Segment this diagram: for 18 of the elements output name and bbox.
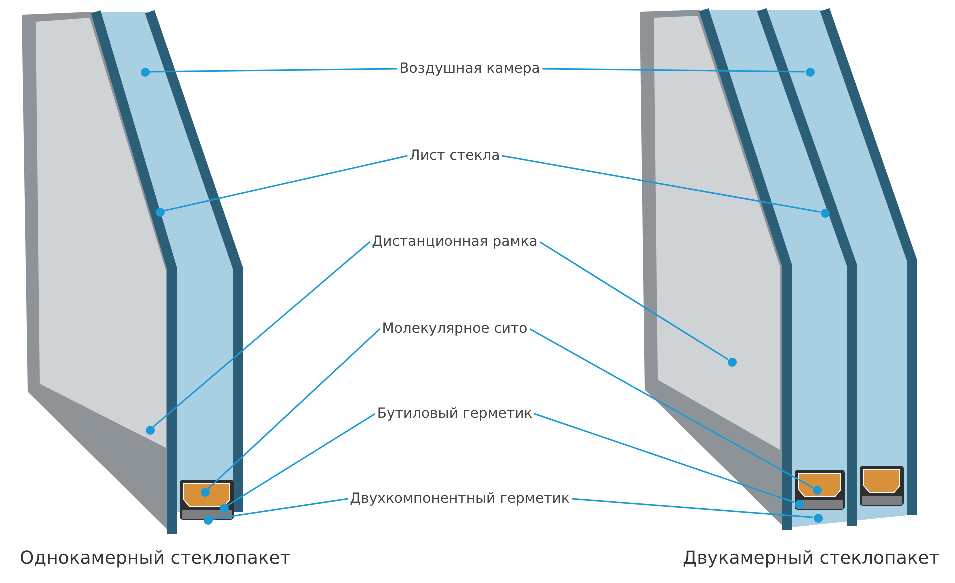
leader-line (542, 68, 806, 73)
leader-line (150, 68, 398, 73)
callout-label: Двухкомпонентный герметик (348, 491, 572, 507)
leader-line (502, 155, 821, 213)
leader-line (164, 155, 408, 212)
callout-label: Дистанционная рамка (370, 234, 540, 250)
callout-label: Молекулярное сито (380, 321, 530, 337)
callout-label: Бутиловый герметик (375, 406, 535, 422)
leader-line (212, 498, 348, 520)
leader-line (572, 498, 814, 518)
caption: Двукамерный стеклопакет (683, 548, 940, 569)
leader-line (227, 413, 376, 506)
leader-line (152, 241, 371, 428)
caption: Однокамерный стеклопакет (20, 548, 291, 569)
callout-label: Воздушная камера (398, 61, 542, 77)
leader-line (539, 241, 729, 360)
leader-line (529, 328, 814, 488)
leader-line (534, 413, 795, 504)
